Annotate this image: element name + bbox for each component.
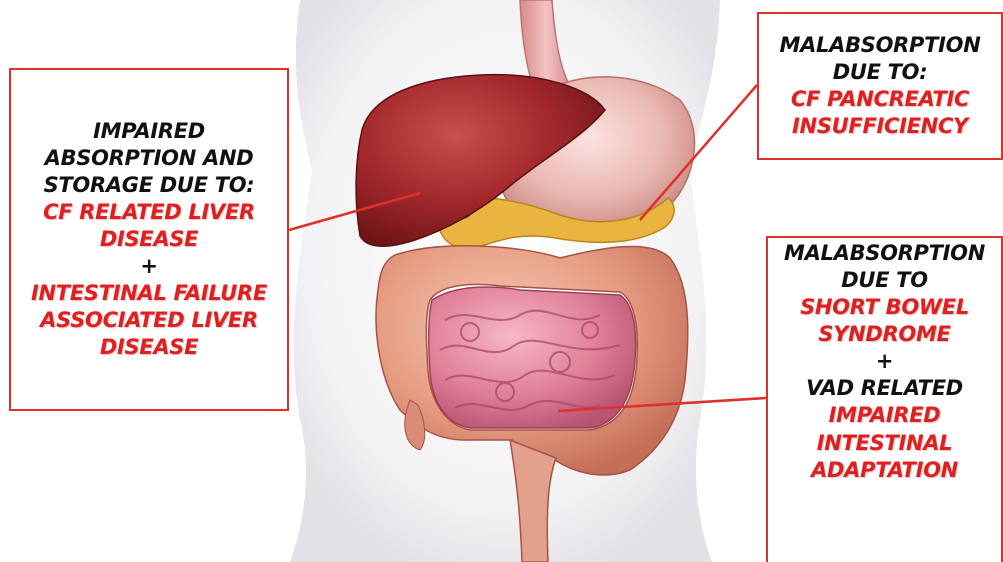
callout-line: CF PANCREATIC [791, 86, 969, 113]
callout-line: ABSORPTION AND [45, 145, 254, 172]
callout-line: DISEASE [100, 334, 198, 361]
callout-line: SYNDROME [818, 321, 950, 348]
callout-line: ADAPTATION [811, 457, 958, 484]
callout-short-bowel-syndrome: MALABSORPTION DUE TO SHORT BOWEL SYNDROM… [766, 236, 1003, 562]
callout-line: + [876, 348, 893, 375]
callout-line: DUE TO [841, 267, 928, 294]
callout-line: IMPAIRED [93, 118, 205, 145]
callout-line: MALABSORPTION [784, 240, 985, 267]
callout-line: CF RELATED LIVER [43, 199, 255, 226]
callout-line: MALABSORPTION [780, 32, 981, 59]
callout-line: DUE TO: [833, 59, 928, 86]
callout-liver-disease: IMPAIRED ABSORPTION AND STORAGE DUE TO: … [9, 68, 289, 411]
callout-line: INSUFFICIENCY [792, 113, 968, 140]
callout-line: STORAGE DUE TO: [44, 172, 255, 199]
callout-line: IMPAIRED [829, 402, 941, 429]
callout-line: SHORT BOWEL [800, 294, 969, 321]
callout-pancreatic-insufficiency: MALABSORPTION DUE TO: CF PANCREATIC INSU… [757, 12, 1003, 160]
callout-line: INTESTINAL [817, 430, 953, 457]
callout-line: ASSOCIATED LIVER [40, 307, 258, 334]
callout-line: + [140, 253, 157, 280]
callout-line: DISEASE [100, 226, 198, 253]
callout-line: VAD RELATED [806, 375, 963, 402]
callout-line: INTESTINAL FAILURE [31, 280, 267, 307]
